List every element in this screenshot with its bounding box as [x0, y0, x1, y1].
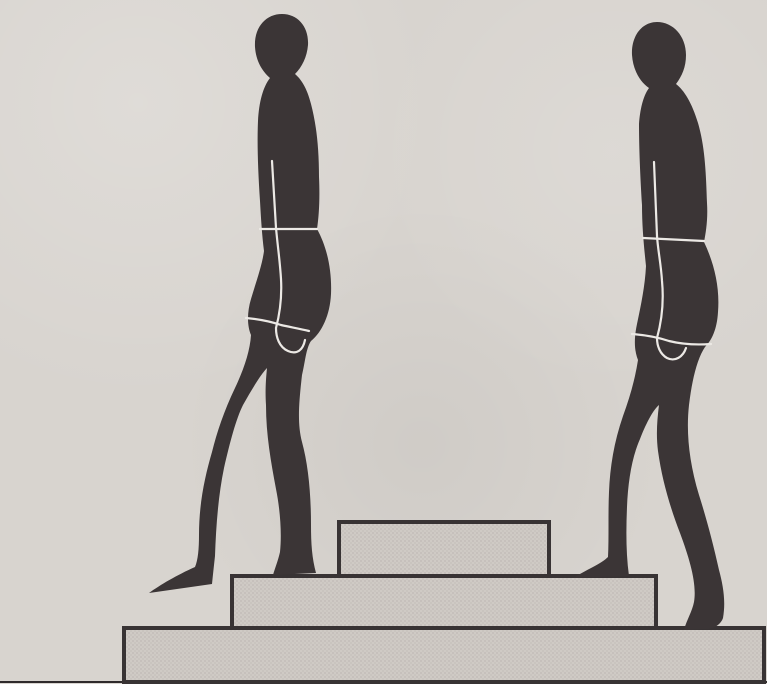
- left-figure: [149, 14, 331, 593]
- right-figure-silhouette: [573, 22, 724, 630]
- right-figure: [573, 22, 724, 630]
- staircase: [0, 522, 767, 682]
- top-step: [339, 522, 549, 576]
- bottom-step: [124, 628, 764, 682]
- left-figure-silhouette: [149, 14, 331, 593]
- middle-step: [232, 576, 656, 628]
